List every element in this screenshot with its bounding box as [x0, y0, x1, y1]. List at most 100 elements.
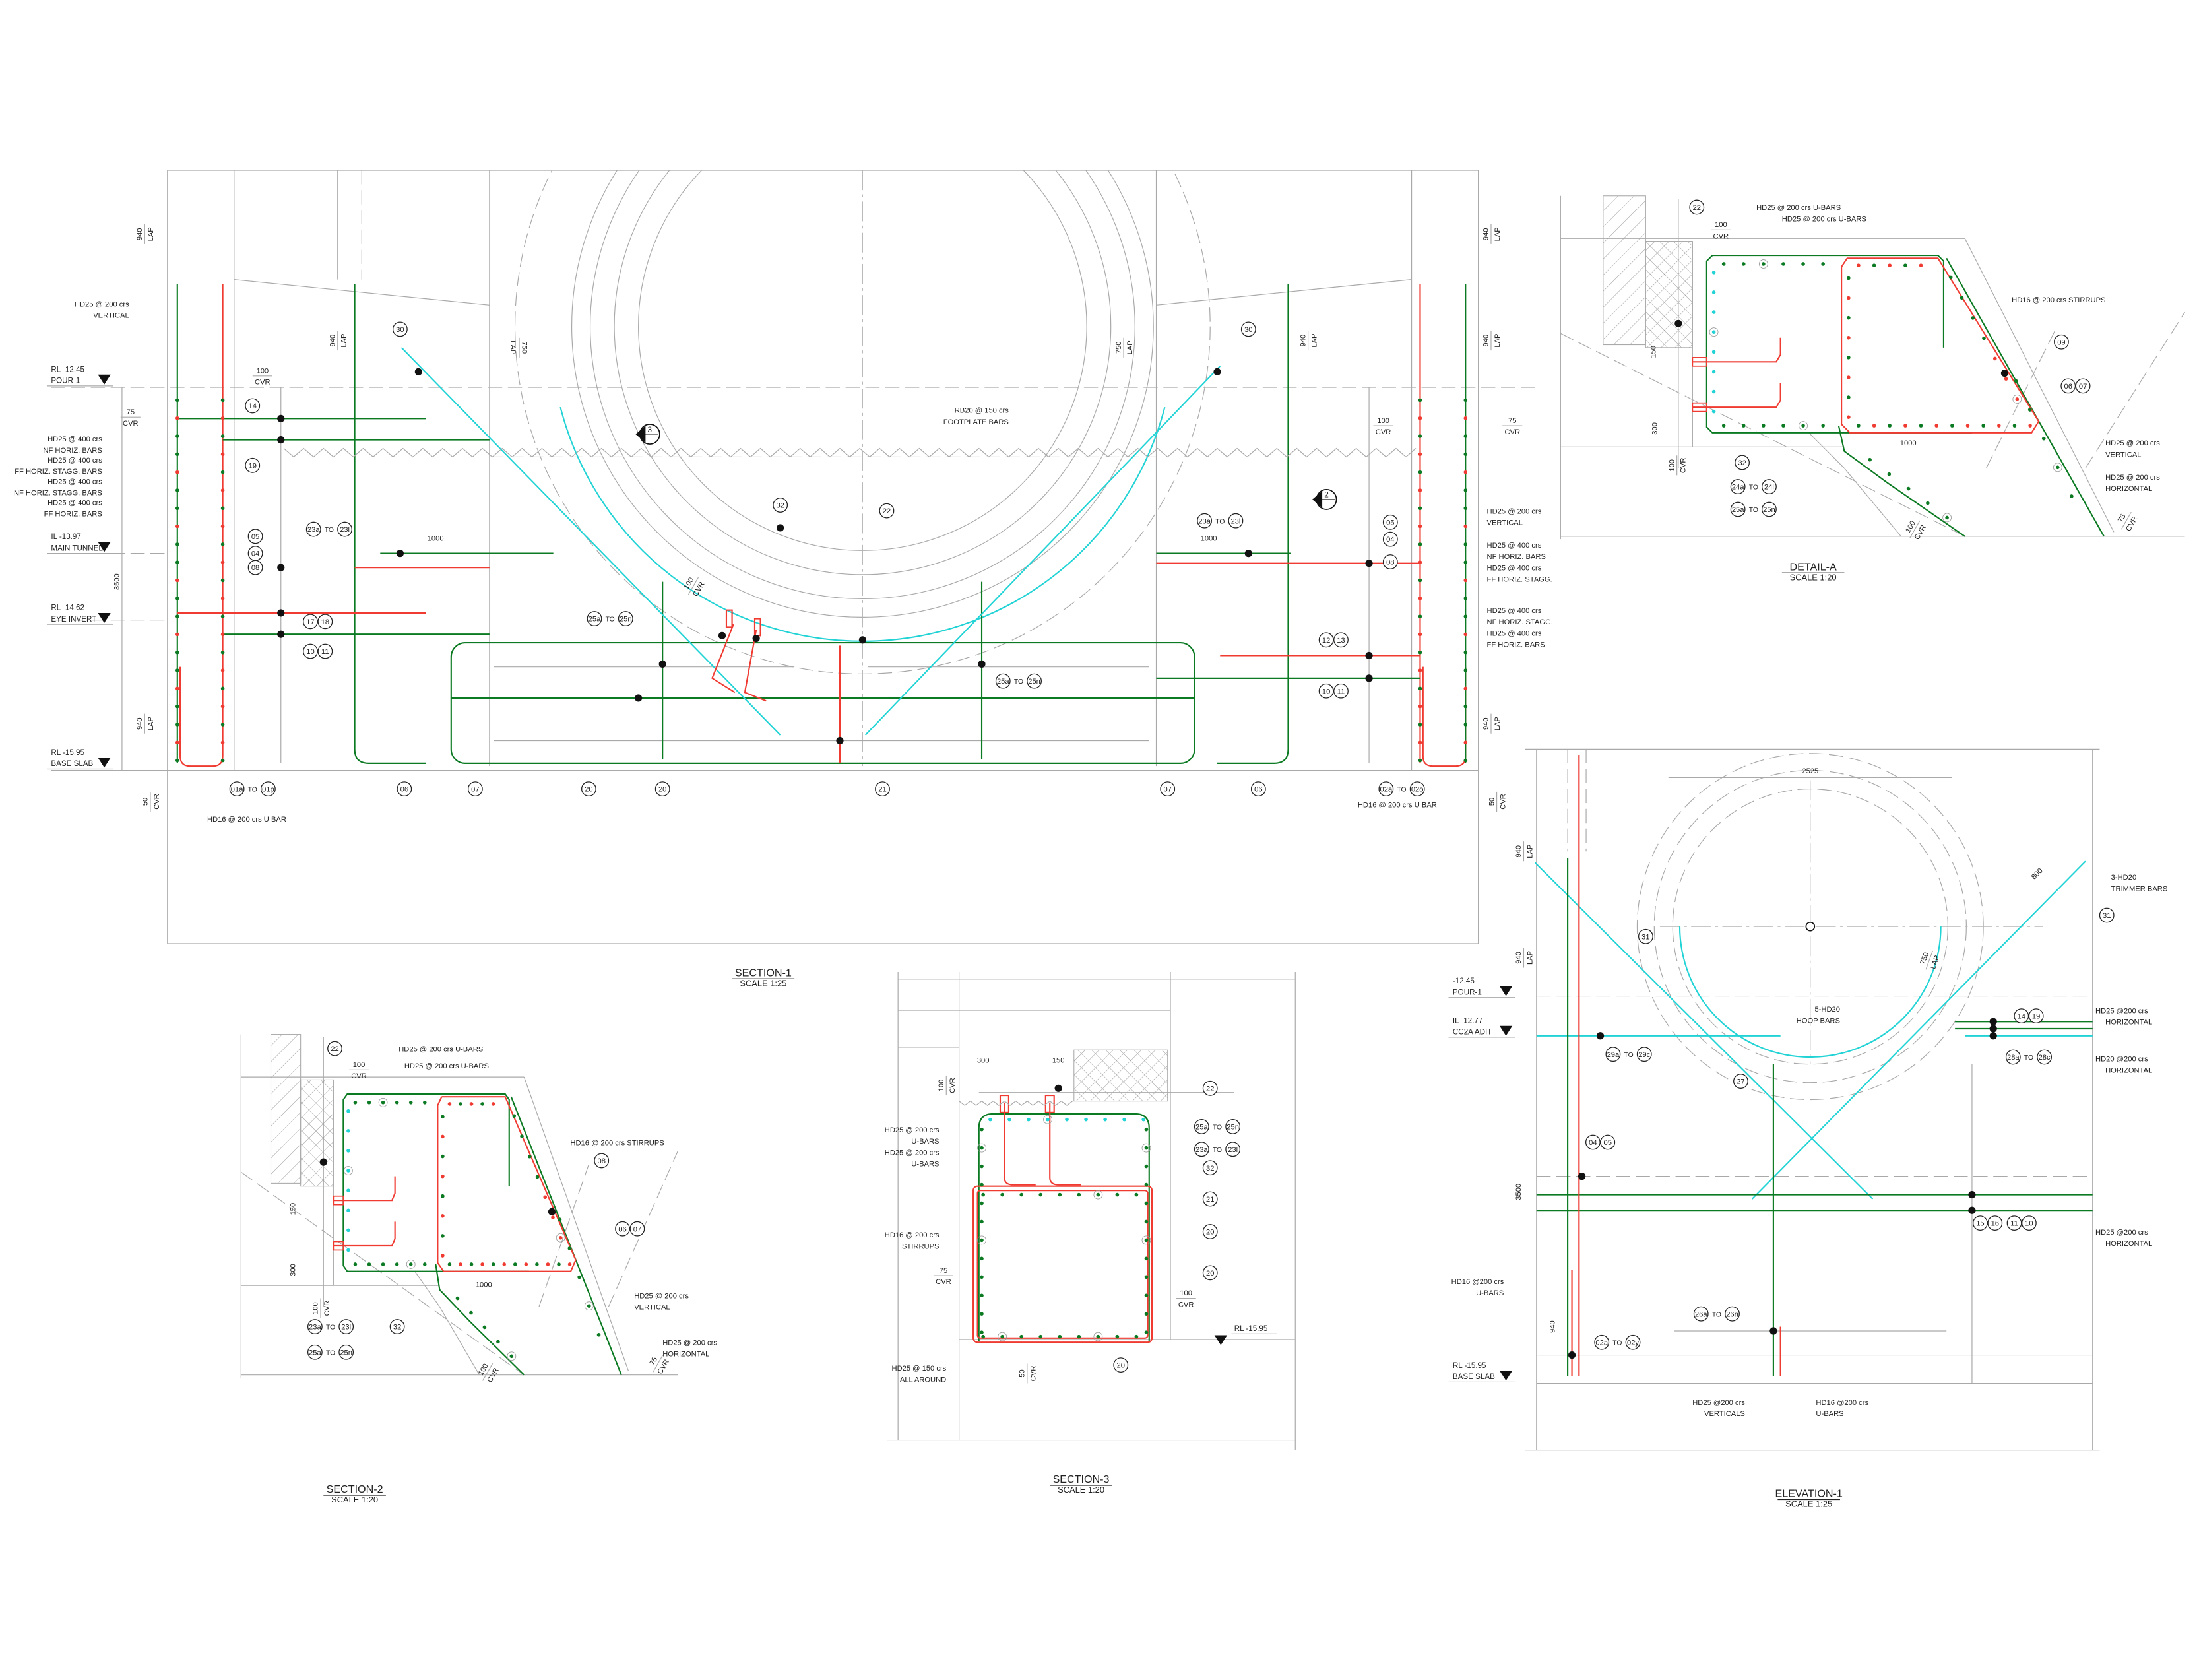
rebar-dot — [455, 1296, 460, 1301]
rebar-dot — [1058, 1192, 1062, 1197]
bar-mark-number: 06 — [400, 786, 408, 794]
bar-reference-dot — [2000, 369, 2008, 377]
rebar-ring — [378, 1097, 388, 1107]
range-separator: TO — [1215, 518, 1225, 525]
rebar-dot — [423, 1101, 427, 1105]
rebar-dot — [175, 524, 179, 529]
rebar-dot — [1721, 262, 1726, 266]
bubble-circle — [1194, 1142, 1209, 1157]
detail-a-drawing — [1560, 195, 2185, 540]
rebar-dot — [1872, 424, 1876, 428]
bar-reference-dot — [1568, 1351, 1576, 1359]
dimension-value: 940 — [1482, 717, 1490, 730]
range-separator: TO — [1612, 1340, 1622, 1347]
rebar-dot — [441, 1115, 445, 1119]
dimension-label: 1000 — [476, 1281, 492, 1289]
bubble-circle — [338, 1319, 354, 1334]
rebar-dot — [175, 434, 179, 438]
bar-mark-number: 25n — [340, 1349, 352, 1357]
rebar-dot — [220, 452, 225, 457]
dimension-rule — [1925, 950, 1933, 970]
bubble-circle — [303, 643, 318, 659]
rebar-dot — [1781, 262, 1785, 266]
rebar-dot — [1046, 1117, 1050, 1122]
rebar-dot — [1948, 275, 1953, 280]
rebar-dot — [1847, 356, 1851, 360]
level-value: IL -13.97 — [51, 533, 80, 541]
annotation-text: HD25 @ 200 crs — [2105, 474, 2160, 482]
rebar-dot — [1418, 434, 1422, 438]
section-marker-number: 3 — [648, 425, 653, 434]
bar-mark-number: 02o — [1411, 786, 1424, 794]
dimension-value: 800 — [2030, 867, 2045, 882]
rebar-dot — [1027, 1117, 1031, 1122]
bubble-circle — [307, 1344, 323, 1360]
bubble-circle — [1730, 501, 1746, 517]
bar-mark-bubble: 06 — [397, 781, 412, 796]
bubble-circle — [618, 611, 633, 626]
bubble-circle — [1027, 673, 1042, 689]
bar-mark-number: 08 — [598, 1157, 606, 1165]
rebar-dot — [220, 434, 225, 438]
annotation-text: HD25 @ 200 crs U-BARS — [1756, 204, 1841, 212]
bubble-circle — [245, 457, 261, 473]
bar-reference-dot — [1213, 368, 1221, 375]
annotation-text: VERTICAL — [634, 1304, 670, 1312]
rebar-path — [437, 1096, 577, 1272]
bar-mark-bubble: 22 — [327, 1041, 342, 1056]
bubble-circle — [875, 781, 890, 796]
rebar-dot — [220, 506, 225, 511]
drawing-line — [538, 1165, 589, 1307]
bubble-circle — [229, 781, 245, 796]
bar-mark-number: 23l — [341, 1324, 351, 1332]
bubble-circle — [1605, 1047, 1621, 1062]
level-name: BASE SLAB — [1453, 1373, 1495, 1381]
rebar-dot — [980, 1127, 984, 1132]
rebar-dot — [587, 1304, 591, 1308]
red-rebar — [725, 609, 733, 628]
bar-mark-number: 09 — [2057, 339, 2065, 346]
rebar-dot — [346, 1248, 350, 1252]
bar-mark-number: 06 — [618, 1225, 626, 1233]
dimension-note: CVR — [123, 420, 139, 428]
dimension-value: 150 — [1649, 346, 1657, 358]
dimension-value: 50 — [142, 798, 150, 806]
bar-mark-number: 25n — [1028, 678, 1040, 686]
rebar-dot — [1134, 1334, 1139, 1339]
bubble-circle — [1382, 531, 1398, 547]
rebar-dot — [346, 1208, 350, 1213]
dimension-value: 940 — [1549, 1320, 1557, 1333]
annotation-text: HD25 @ 400 crs — [1487, 607, 1542, 615]
dimension-value: 3500 — [113, 573, 121, 590]
bar-mark-bubble: 07 — [1160, 781, 1176, 796]
bubble-circle — [1973, 1215, 1988, 1231]
rebar-ring — [1043, 1115, 1052, 1124]
bar-mark-bubble: 22 — [1689, 199, 1705, 215]
bar-reference-dot — [1365, 674, 1373, 682]
bar-mark-number: 23l — [340, 526, 350, 534]
rebar-dot — [1872, 263, 1876, 267]
bar-reference-dot — [1989, 1032, 1997, 1040]
annotation-text: HD16 @200 crs — [1451, 1278, 1504, 1286]
rebar-dot — [1857, 424, 1861, 428]
rebar-dot — [346, 1149, 350, 1153]
dimension-value: 300 — [1651, 422, 1659, 435]
bubble-circle — [629, 1221, 645, 1237]
rebar-dot — [1103, 1117, 1107, 1122]
bar-mark-bubble: 21 — [1202, 1191, 1218, 1207]
rebar-dot — [502, 1262, 507, 1266]
